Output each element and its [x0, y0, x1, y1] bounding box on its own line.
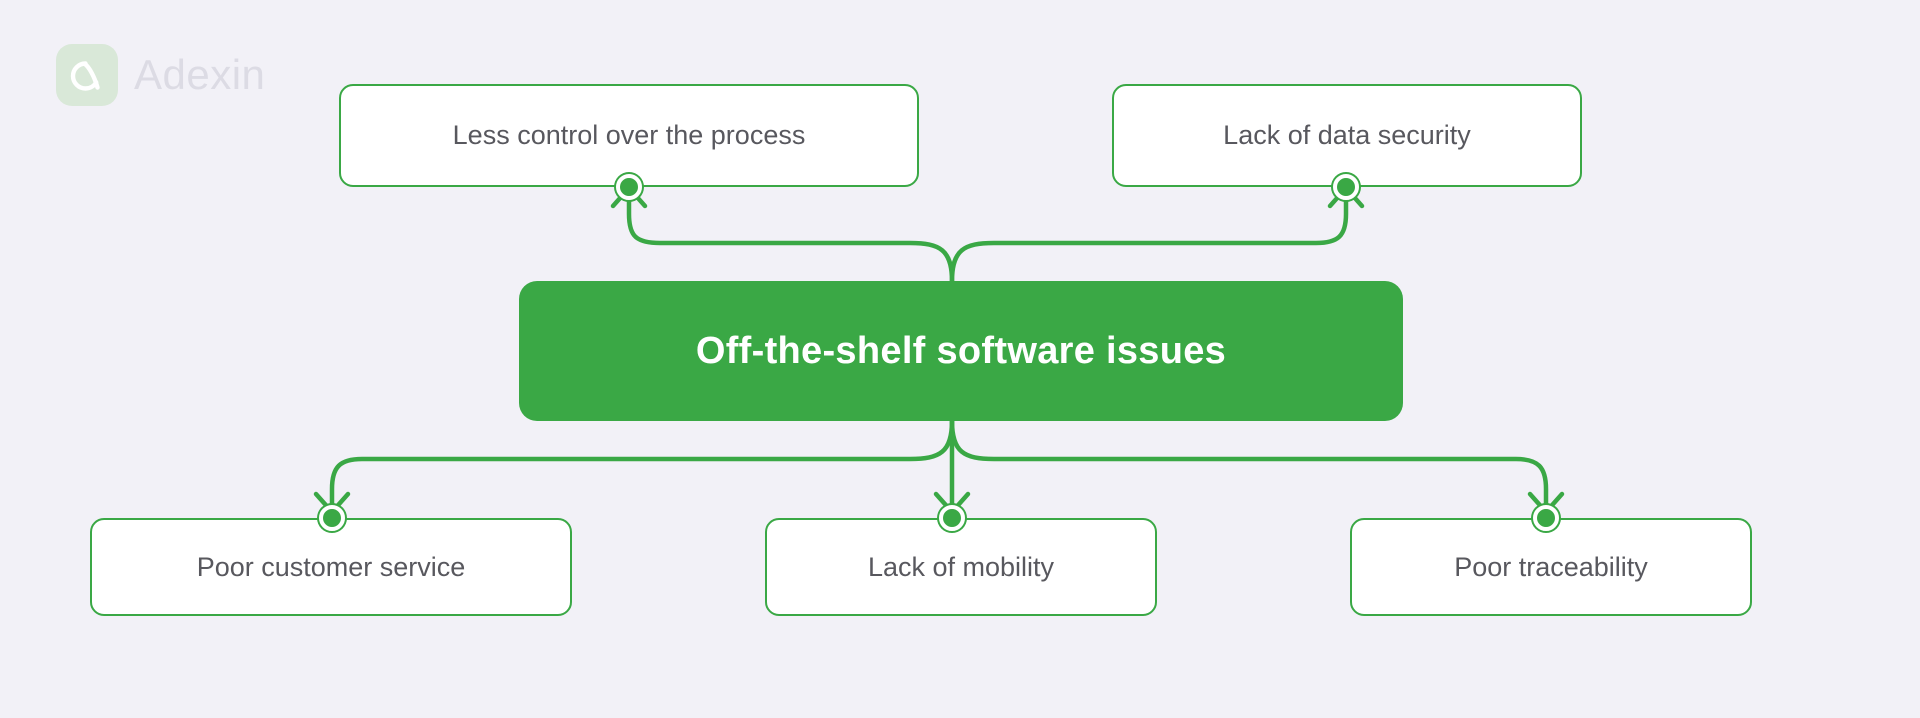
node-label: Poor customer service — [196, 551, 466, 582]
connector-dot-customer-service — [319, 505, 345, 531]
node-label: Lack of mobility — [867, 551, 1055, 582]
node-lack-of-data-security[interactable]: Lack of data security — [1112, 84, 1582, 187]
connector-down-right — [949, 418, 1549, 513]
connector-dot-data-security — [1333, 174, 1359, 200]
center-node-label: Off-the-shelf software issues — [695, 329, 1227, 372]
connector-up-left — [626, 187, 955, 284]
connector-up-right — [949, 187, 1349, 284]
node-off-the-shelf-software-issues[interactable]: Off-the-shelf software issues — [519, 281, 1403, 421]
connector-dot-traceability — [1533, 505, 1559, 531]
connector-down-left — [329, 418, 955, 513]
adexin-a-logo-icon — [56, 44, 118, 106]
brand-logo: Adexin — [56, 44, 265, 106]
node-poor-customer-service[interactable]: Poor customer service — [90, 518, 572, 616]
node-label: Lack of data security — [1223, 120, 1471, 151]
node-poor-traceability[interactable]: Poor traceability — [1350, 518, 1752, 616]
connector-dot-mobility — [939, 505, 965, 531]
node-label: Poor traceability — [1454, 551, 1648, 582]
brand-wordmark: Adexin — [134, 51, 266, 98]
connector-dot-less-control — [616, 174, 642, 200]
node-less-control-over-the-process[interactable]: Less control over the process — [339, 84, 919, 187]
node-label: Less control over the process — [452, 120, 806, 151]
node-lack-of-mobility[interactable]: Lack of mobility — [765, 518, 1157, 616]
